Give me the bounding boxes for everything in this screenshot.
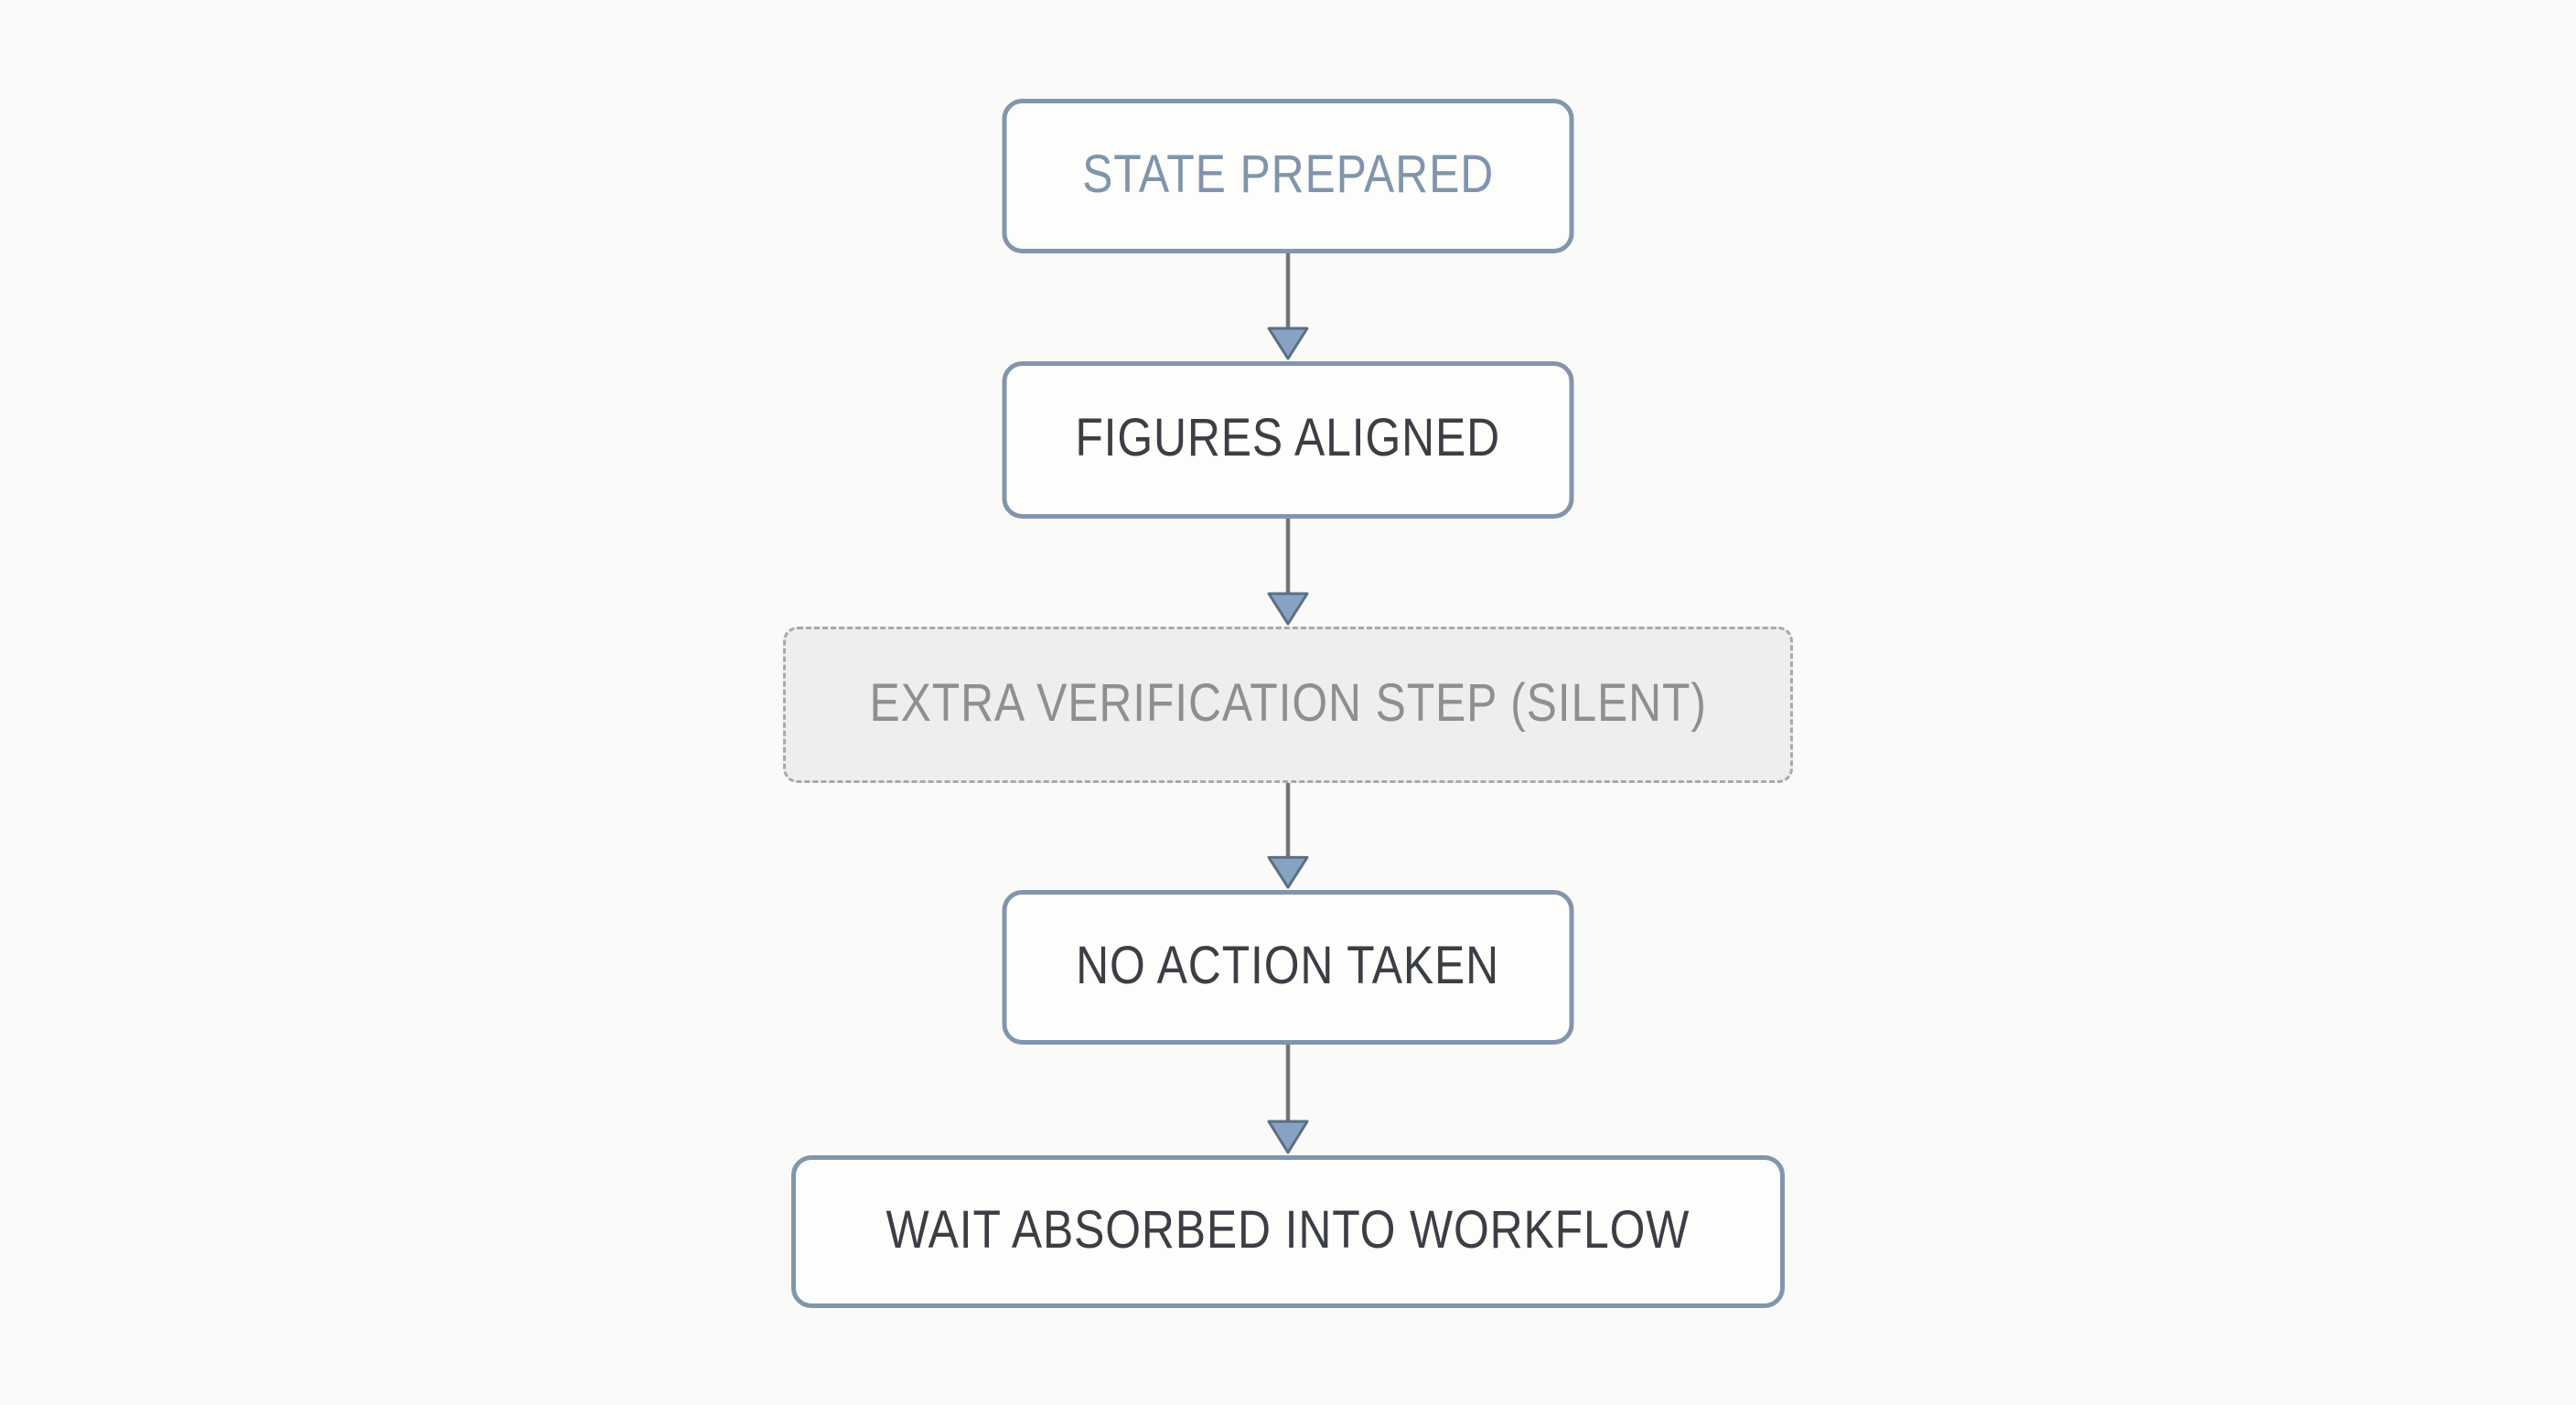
- arrow-down-icon: [1267, 253, 1309, 360]
- node-state-prepared: STATE PREPARED: [1002, 99, 1574, 253]
- node-figures-aligned: FIGURES ALIGNED: [1002, 361, 1574, 519]
- flow-arrow-2: [1265, 519, 1311, 627]
- flow-arrow-4: [1265, 1045, 1311, 1155]
- node-no-action-taken-label: NO ACTION TAKEN: [1076, 935, 1500, 995]
- flow-arrow-1: [1265, 253, 1311, 361]
- node-wait-absorbed-into-workflow: WAIT ABSORBED INTO WORKFLOW: [791, 1155, 1785, 1308]
- arrow-down-icon: [1267, 783, 1309, 889]
- arrow-down-icon: [1267, 1045, 1309, 1154]
- node-figures-aligned-label: FIGURES ALIGNED: [1075, 408, 1501, 467]
- node-no-action-taken: NO ACTION TAKEN: [1002, 890, 1574, 1045]
- node-extra-verification-step-label: EXTRA VERIFICATION STEP (SILENT): [869, 672, 1707, 733]
- node-extra-verification-step: EXTRA VERIFICATION STEP (SILENT): [783, 627, 1793, 783]
- node-state-prepared-label: STATE PREPARED: [1082, 144, 1494, 204]
- arrow-down-icon: [1267, 519, 1309, 626]
- flow-arrow-3: [1265, 783, 1311, 890]
- node-wait-absorbed-into-workflow-label: WAIT ABSORBED INTO WORKFLOW: [886, 1199, 1690, 1260]
